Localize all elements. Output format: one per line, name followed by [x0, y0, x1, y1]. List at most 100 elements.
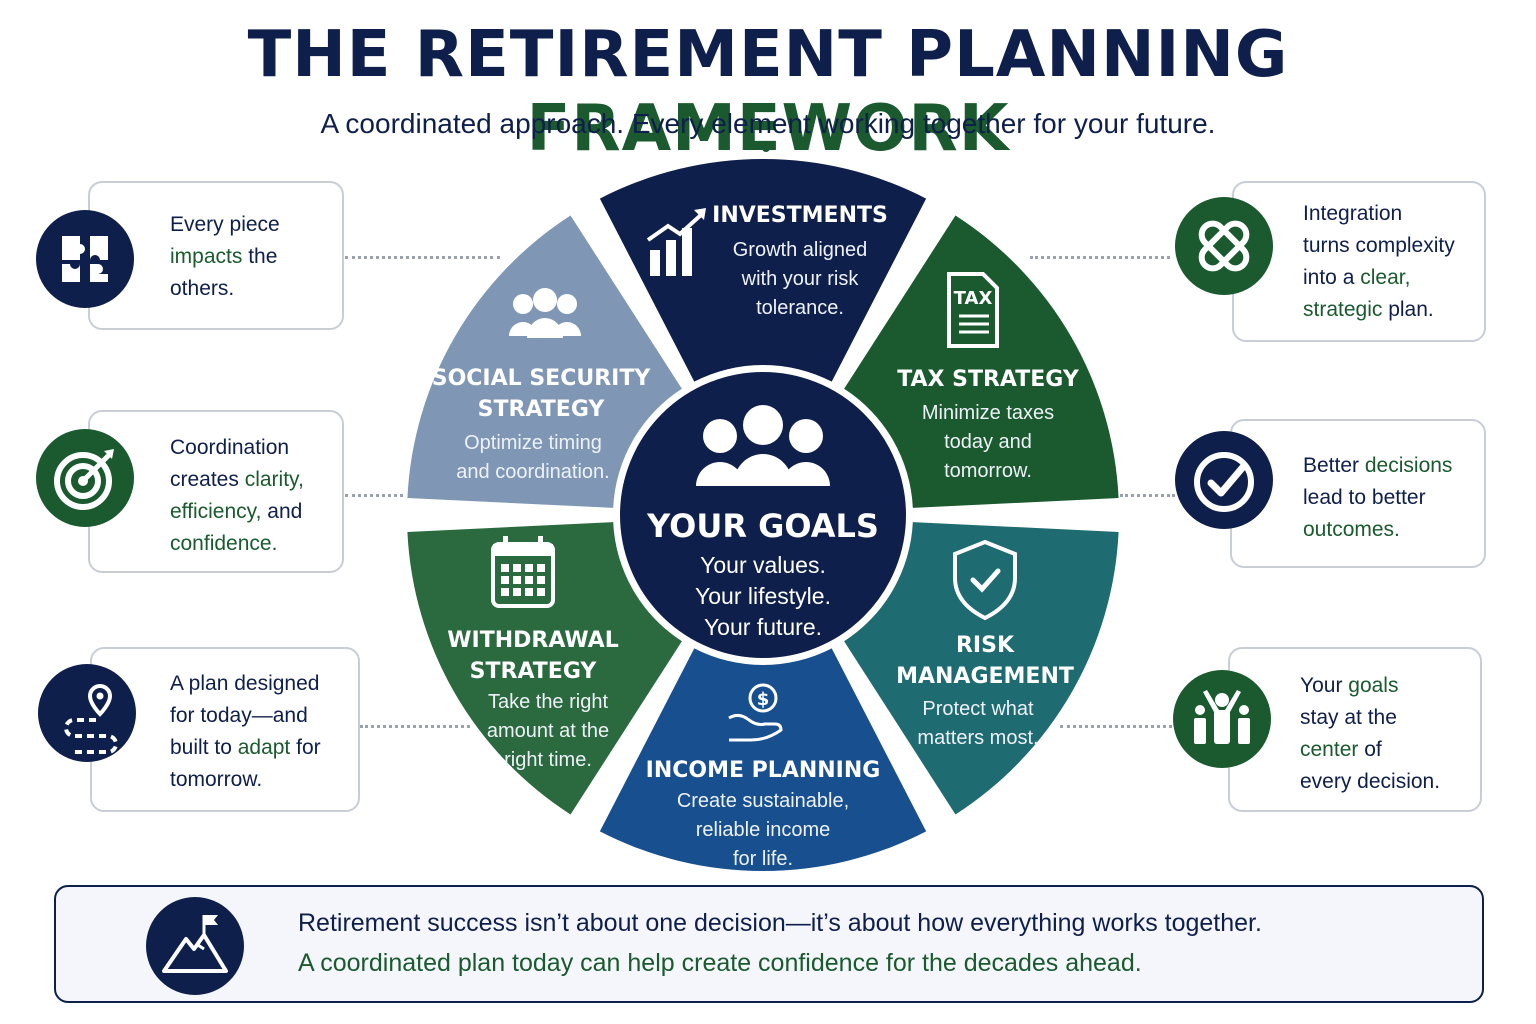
hand-dollar-icon: $: [728, 683, 783, 742]
segment-withdrawal-title: STRATEGY: [470, 659, 598, 684]
segment-risk-desc: matters most.: [917, 727, 1038, 749]
highlight-text: center: [1300, 738, 1359, 761]
card-text-line: center of: [1300, 734, 1440, 766]
text-run: tomorrow.: [170, 768, 263, 791]
person-body: [527, 318, 563, 338]
text-run: stay at the: [1300, 706, 1397, 729]
segment-withdrawal-title: WITHDRAWAL: [447, 628, 618, 653]
calendar-cell: [501, 576, 509, 584]
segment-social-desc: Optimize timing: [464, 432, 602, 454]
segment-tax-desc: today and: [944, 431, 1032, 453]
card-text-line: outcomes.: [1303, 514, 1452, 546]
center-line: Your values.: [700, 552, 826, 578]
text-run: built to: [170, 736, 238, 759]
segment-withdrawal: [407, 522, 682, 815]
calendar-cell: [537, 564, 545, 572]
card-text-line: tomorrow.: [170, 764, 321, 796]
card-text-line: for today—and: [170, 700, 321, 732]
center-line: Your lifestyle.: [695, 583, 831, 609]
check-circle-icon: [1175, 431, 1273, 529]
coin: [748, 683, 778, 713]
highlight-text: adapt: [237, 736, 291, 759]
accent-dot: [762, 144, 770, 152]
bar-chart-growth-icon: [646, 208, 706, 276]
highlight-text: clear,: [1360, 266, 1411, 289]
tax-label: TAX: [954, 288, 993, 309]
segment-social-title: SOCIAL SECURITY: [432, 366, 652, 391]
calendar-cell: [513, 576, 521, 584]
card-text-line: impacts the: [170, 241, 280, 273]
person-head: [513, 294, 533, 314]
people-group-icon: [696, 405, 830, 486]
calendar-cell: [513, 588, 521, 596]
text-run: creates: [170, 468, 245, 491]
right-card-1: [1232, 181, 1486, 342]
card-text-line: built to adapt for: [170, 732, 321, 764]
center-title: YOUR GOALS: [646, 507, 879, 545]
page-subtitle: A coordinated approach. Every element wo…: [320, 108, 1216, 139]
text-run: lead to better: [1303, 486, 1426, 509]
calendar-cell: [537, 576, 545, 584]
left-card-3: [90, 647, 360, 812]
segment-tax-desc: tomorrow.: [944, 460, 1032, 482]
text-run: turns complexity: [1303, 234, 1455, 257]
highlight-text: efficiency,: [170, 500, 262, 523]
calendar-cell: [537, 588, 545, 596]
connector-right-3: [1060, 725, 1172, 728]
segment-tax: [844, 215, 1119, 508]
highlight-text: clarity,: [244, 468, 304, 491]
connector-right-1: [1030, 256, 1170, 259]
center-line: Your future.: [704, 614, 822, 640]
route-pin-icon: [38, 664, 136, 762]
text-run: into a: [1303, 266, 1361, 289]
highlight-text: outcomes.: [1303, 518, 1400, 541]
target-icon: [36, 429, 134, 527]
bar: [650, 250, 660, 276]
center-circle: [614, 366, 912, 664]
calendar-cell: [525, 576, 533, 584]
connector-left-2: [345, 494, 403, 497]
card-text-line: Coordination: [170, 432, 304, 464]
text-run: Coordination: [170, 436, 290, 459]
card-text-line: stay at the: [1300, 702, 1440, 734]
segment-withdrawal-desc: Take the right: [488, 691, 609, 713]
segment-income-title: INCOME PLANNING: [646, 758, 881, 783]
puzzle-icon: [36, 210, 134, 308]
text-run: and: [261, 500, 303, 523]
text-run: A plan designed: [170, 672, 320, 695]
card-text-line: Better decisions: [1303, 450, 1452, 482]
text-run: for: [290, 736, 321, 759]
right-card-3: [1228, 647, 1482, 812]
text-run: for today—and: [170, 704, 308, 727]
text-run: Integration: [1303, 202, 1403, 225]
title-part-2: FRAMEWORK: [526, 92, 1010, 166]
highlight-text: goals: [1348, 674, 1399, 697]
text-run: plan.: [1382, 298, 1434, 321]
connector-right-2: [1120, 494, 1175, 497]
highlight-text: confidence.: [170, 532, 278, 555]
left-card-3-text: A plan designed for today—and built to ada…: [170, 668, 321, 796]
card-text-line: Integration: [1303, 198, 1455, 230]
title-part-1: THE RETIREMENT PLANNING: [247, 18, 1289, 92]
card-text-line: lead to better: [1303, 482, 1452, 514]
connector-left-3: [360, 725, 470, 728]
segment-income: [599, 648, 927, 871]
segment-social-title: STRATEGY: [478, 397, 606, 422]
text-run: others.: [170, 277, 235, 300]
right-card-2-text: Better decisions lead to better outcomes.: [1303, 450, 1452, 546]
segment-tax-desc: Minimize taxes: [922, 402, 1054, 424]
dollar-sign: $: [757, 689, 770, 710]
calendar-icon: [491, 536, 555, 608]
right-card-1-text: Integration turns complexity into a clear,…: [1303, 198, 1455, 326]
calendar-cell: [501, 564, 509, 572]
calendar-cell: [525, 564, 533, 572]
person-head: [789, 419, 823, 453]
segment-risk: [844, 522, 1119, 815]
calendar-cell: [501, 588, 509, 596]
